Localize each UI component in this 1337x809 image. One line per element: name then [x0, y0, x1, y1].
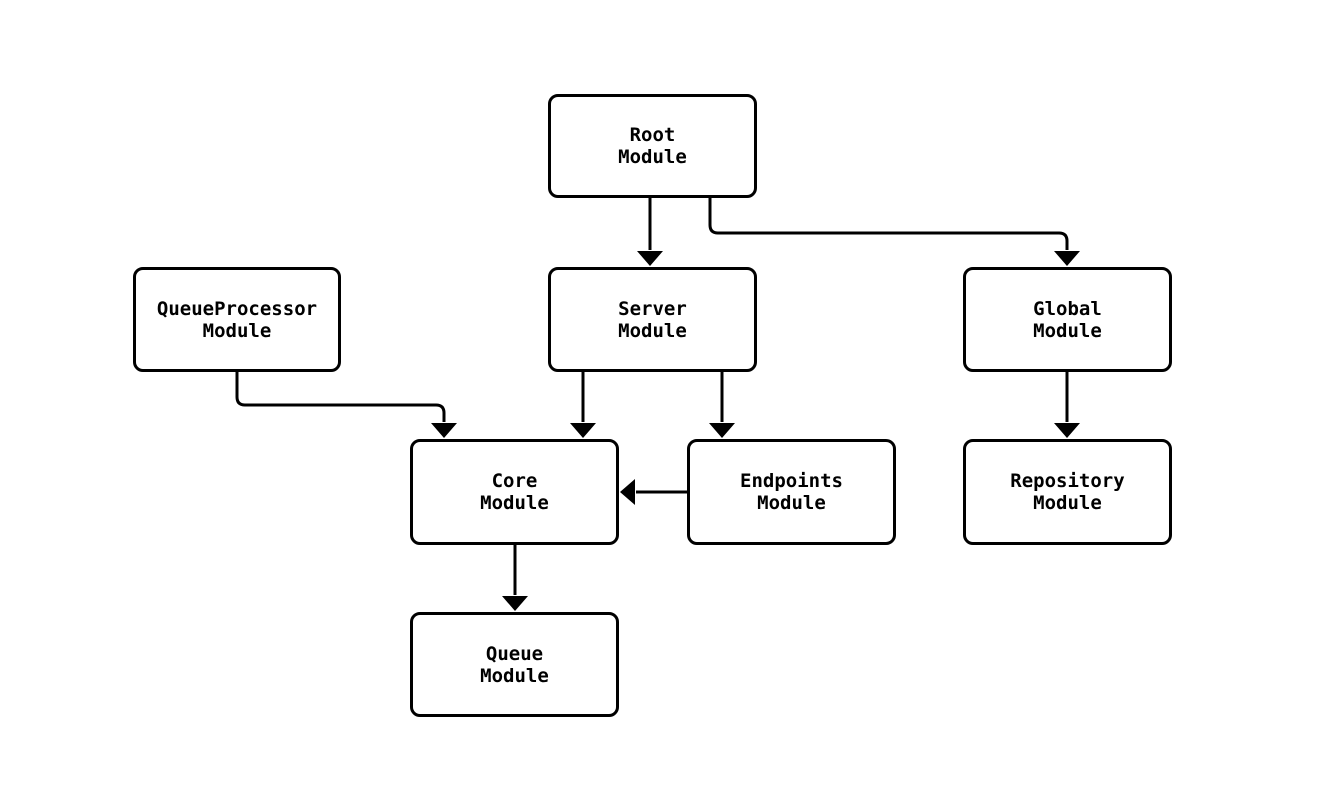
node-queue-module: Queue Module	[410, 612, 619, 717]
node-core-module: Core Module	[410, 439, 619, 545]
node-queue-label: Queue Module	[480, 642, 549, 687]
arrowhead-down-icon	[1054, 251, 1080, 266]
node-server-module: Server Module	[548, 267, 757, 372]
edge-core-to-queue	[502, 545, 528, 611]
edge-global-to-repository	[1054, 372, 1080, 438]
node-core-label: Core Module	[480, 470, 549, 514]
edge-line	[708, 198, 1069, 250]
node-root-module: Root Module	[548, 94, 757, 198]
node-queueprocessor-label: QueueProcessor Module	[156, 297, 318, 342]
node-repository-label: Repository Module	[1010, 470, 1125, 514]
edge-line	[235, 372, 446, 422]
node-repository-module: Repository Module	[963, 439, 1172, 545]
node-root-label: Root Module	[618, 124, 687, 168]
arrowhead-down-icon	[1054, 423, 1080, 438]
arrowhead-down-icon	[709, 423, 735, 438]
node-global-module: Global Module	[963, 267, 1172, 372]
node-endpoints-label: Endpoints Module	[740, 470, 843, 514]
edge-server-to-core	[570, 372, 596, 438]
arrowhead-down-icon	[431, 423, 457, 438]
edge-endpoints-to-core	[620, 479, 687, 505]
node-global-label: Global Module	[1033, 297, 1102, 342]
node-queueprocessor-module: QueueProcessor Module	[133, 267, 341, 372]
node-server-label: Server Module	[618, 297, 687, 342]
arrowhead-left-icon	[620, 479, 635, 505]
node-endpoints-module: Endpoints Module	[687, 439, 896, 545]
edge-root-to-server	[637, 198, 663, 266]
arrowhead-down-icon	[637, 251, 663, 266]
arrowhead-down-icon	[570, 423, 596, 438]
edge-root-to-global	[708, 198, 1080, 266]
arrowhead-down-icon	[502, 596, 528, 611]
edge-server-to-endpoints	[709, 372, 735, 438]
edge-queueprocessor-to-core	[235, 372, 457, 438]
